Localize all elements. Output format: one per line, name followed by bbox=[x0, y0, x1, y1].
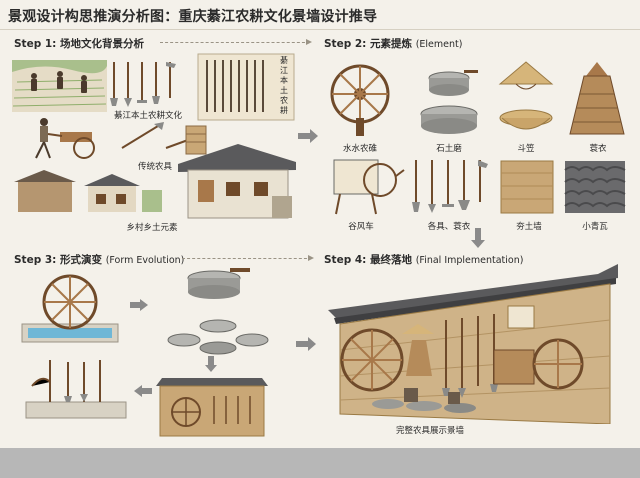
tools-on-base-icon bbox=[25, 360, 127, 419]
step1-traditional-tools bbox=[118, 118, 208, 160]
step1-farmer-plow bbox=[14, 114, 114, 166]
caption-element-2: 斗笠 bbox=[517, 144, 535, 154]
step1-village-houses bbox=[14, 168, 164, 214]
page-title: 景观设计构思推演分析图：重庆綦江农耕文化景墙设计推导 bbox=[8, 9, 378, 25]
final-landscape-wall-illustration bbox=[328, 264, 618, 424]
step1-scroll bbox=[196, 52, 296, 122]
text-scroll-illustration bbox=[197, 53, 295, 121]
water-wheel-fountain-icon bbox=[21, 274, 119, 343]
step4-label-en: (Final Implementation) bbox=[415, 255, 524, 266]
caption-tools: 传统农具 bbox=[137, 162, 172, 172]
winnowing-machine-icon bbox=[333, 159, 405, 215]
scroll-text: 綦江本土农耕 bbox=[280, 56, 288, 115]
caption-village: 乡村乡土元素 bbox=[126, 223, 178, 233]
element-grey-tiles bbox=[564, 160, 626, 214]
caption-final: 完整农具展示景墙 bbox=[395, 426, 464, 436]
step2-label: Step 2: 元素提炼 (Element) bbox=[324, 36, 462, 51]
rammed-earth-wall-icon bbox=[500, 160, 554, 214]
step1-village-street bbox=[168, 140, 298, 220]
evolution-stone-mill-stack bbox=[174, 266, 254, 310]
arrow-right-evolution-1 bbox=[130, 299, 148, 311]
straw-raincoat-icon bbox=[569, 62, 625, 135]
element-stone-mill bbox=[418, 64, 480, 138]
farmers-field-illustration bbox=[12, 60, 107, 112]
step4-label-cn: Step 4: 最终落地 bbox=[324, 254, 413, 266]
arrow-down-step2-to-step4 bbox=[471, 228, 485, 248]
stone-mill-spread-icon bbox=[167, 319, 269, 355]
element-rammed-earth-wall bbox=[500, 160, 554, 214]
element-water-wheel bbox=[328, 58, 392, 138]
step1-farm-tools bbox=[108, 58, 186, 110]
traditional-tools-illustration bbox=[121, 122, 207, 155]
caption-element-0: 水水农碓 bbox=[342, 144, 377, 154]
step3-divider-arrow bbox=[182, 255, 314, 261]
step4-label: Step 4: 最终落地 (Final Implementation) bbox=[324, 252, 523, 267]
arrow-right-step3-to-step4 bbox=[296, 337, 316, 351]
step3-label-en: (Form Evolution) bbox=[105, 255, 185, 266]
arrow-right-step1-to-step2 bbox=[298, 129, 318, 143]
caption-farm-culture: 綦江本土农耕文化 bbox=[113, 111, 182, 121]
caption-element-3: 蓑衣 bbox=[589, 144, 607, 154]
step3-label: Step 3: 形式演变 (Form Evolution) bbox=[14, 252, 184, 267]
caption-element-6: 夯土墙 bbox=[516, 222, 542, 232]
arrow-down-evolution bbox=[205, 356, 217, 372]
caption-element-1: 石土磨 bbox=[436, 144, 462, 154]
title-bar: 景观设计构思推演分析图：重庆綦江农耕文化景墙设计推导 bbox=[0, 0, 640, 30]
evolution-wall-mockup bbox=[156, 376, 268, 438]
element-bamboo-hat bbox=[496, 60, 556, 138]
caption-element-4: 谷风车 bbox=[348, 222, 374, 232]
plow-cart-illustration bbox=[35, 118, 95, 159]
caption-element-5: 各具、蓑衣 bbox=[427, 222, 471, 232]
water-wheel-icon bbox=[330, 64, 390, 136]
stone-mill-stack-icon bbox=[187, 268, 250, 299]
evolution-tools-on-base bbox=[20, 356, 130, 420]
step1-label: Step 1: 场地文化背景分析 bbox=[14, 38, 145, 50]
stone-mill-icon bbox=[420, 70, 478, 134]
footer-band bbox=[0, 448, 640, 478]
step3-label-cn: Step 3: 形式演变 bbox=[14, 254, 103, 266]
grey-tiles-icon bbox=[564, 161, 626, 213]
village-houses-illustration bbox=[14, 170, 162, 212]
step1-divider-arrow bbox=[160, 39, 312, 45]
evolution-stone-mill-spread bbox=[162, 312, 274, 356]
arrow-left-evolution bbox=[134, 385, 152, 397]
wall-mockup-icon bbox=[156, 378, 268, 437]
farm-tools-illustration bbox=[110, 62, 176, 107]
step1-farm-scene bbox=[12, 52, 107, 112]
element-winnowing-machine bbox=[330, 156, 406, 216]
element-tools-set bbox=[408, 156, 494, 216]
evolution-water-wheel bbox=[20, 268, 120, 346]
final-landscape-wall bbox=[328, 264, 628, 424]
tools-set-icon bbox=[412, 160, 488, 213]
caption-element-7: 小青瓦 bbox=[582, 222, 608, 232]
element-straw-raincoat bbox=[566, 60, 628, 140]
village-street-illustration bbox=[178, 144, 296, 219]
bamboo-hat-icon bbox=[498, 61, 554, 130]
step2-label-en: (Element) bbox=[415, 39, 463, 50]
step2-label-cn: Step 2: 元素提炼 bbox=[324, 38, 413, 50]
